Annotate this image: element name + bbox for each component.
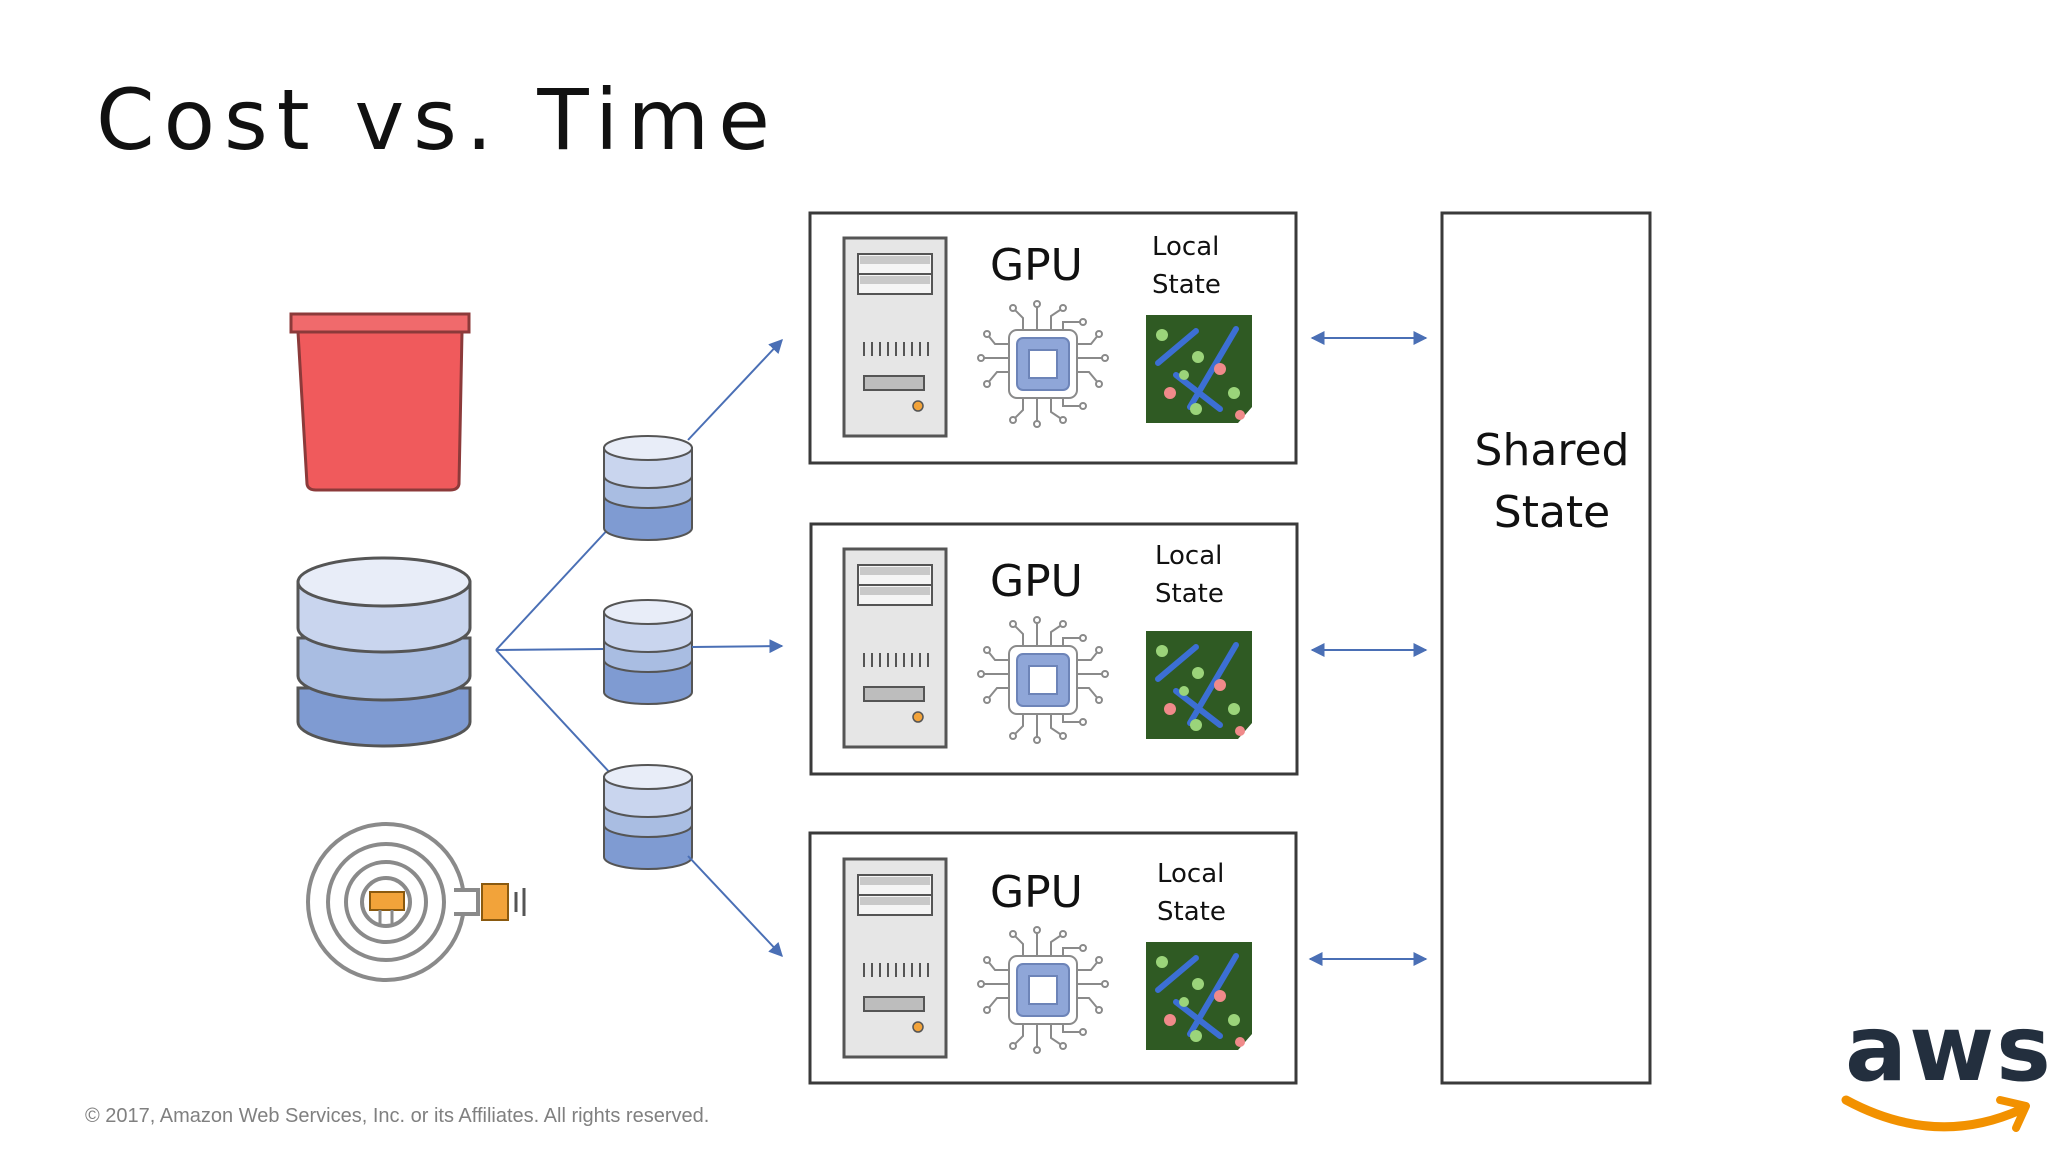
shard-arrows: [687, 338, 784, 958]
page-title: Cost vs. Time: [96, 71, 779, 169]
gpu-label: GPU: [990, 867, 1083, 918]
circuit-board-icon: [1146, 942, 1252, 1050]
local-state-line1: Local: [1155, 541, 1223, 571]
local-state-line2: State: [1157, 897, 1226, 927]
copyright-footer: © 2017, Amazon Web Services, Inc. or its…: [85, 1105, 710, 1127]
local-state-label: Local State: [1157, 855, 1277, 931]
bucket-icon: [289, 312, 471, 492]
stream-icon: [306, 822, 526, 982]
gpu-label: GPU: [990, 556, 1083, 607]
server-icon: [842, 236, 948, 438]
local-state-label: Local State: [1152, 228, 1272, 304]
circuit-board-icon: [1146, 631, 1252, 739]
gpu-label: GPU: [990, 240, 1083, 291]
database-shard-icon: [603, 599, 693, 705]
local-state-label: Local State: [1155, 537, 1275, 613]
local-state-line1: Local: [1152, 232, 1220, 262]
shared-state-label: Shared State: [1452, 420, 1652, 544]
database-icon: [296, 556, 472, 748]
aws-logo: aws: [1841, 995, 2048, 1132]
shared-state-box: [1440, 211, 1652, 1085]
local-state-line2: State: [1152, 270, 1221, 300]
database-shard-icon: [603, 764, 693, 870]
aws-logo-text: aws: [1845, 995, 2048, 1102]
sync-arrows: [1308, 331, 1428, 966]
server-icon: [842, 857, 948, 1059]
local-state-line1: Local: [1157, 859, 1225, 889]
shared-state-line1: Shared: [1474, 425, 1630, 476]
local-state-line2: State: [1155, 579, 1224, 609]
circuit-board-icon: [1146, 315, 1252, 423]
database-shard-icon: [603, 435, 693, 541]
fan-out-lines: [495, 524, 613, 776]
shared-state-line2: State: [1493, 487, 1611, 538]
server-icon: [842, 547, 948, 749]
